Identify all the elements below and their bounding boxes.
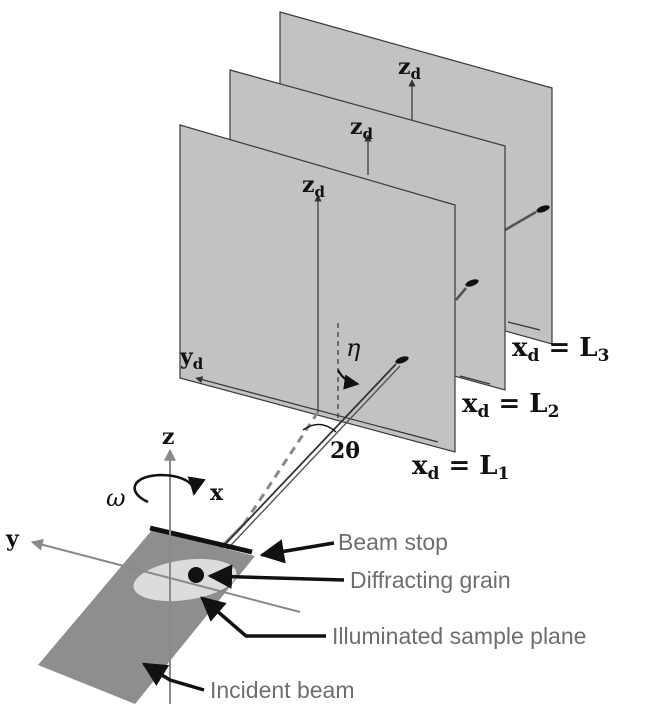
diffracted-ray-1a — [195, 363, 397, 576]
sample-z-label: z — [162, 424, 175, 450]
distance-label-L3: xd = L3 — [512, 333, 609, 366]
incident-beam-callout-arrow — [141, 662, 205, 692]
diffracted-ray-to-detector-3 — [504, 210, 537, 232]
detector-plane-1: zd yd η — [179, 124, 456, 453]
incident-beam-callout: Incident beam — [210, 677, 354, 703]
sample-y-label: y — [5, 526, 20, 552]
detector-2-y-axis-stub — [459, 375, 491, 385]
eta-angle-arc — [337, 369, 360, 390]
detector-3-z-label: zd — [398, 54, 422, 83]
distance-label-L1: xd = L1 — [412, 451, 509, 484]
detector-2-diffraction-spot — [465, 279, 479, 287]
detector-1-y-axis — [195, 376, 439, 443]
eta-label: η — [346, 334, 361, 362]
two-theta-arc — [302, 423, 337, 433]
beam-stop-bar — [149, 525, 253, 555]
detector-1-y-label: yd — [179, 344, 204, 373]
illuminated-plane-callout-arrow — [200, 596, 326, 638]
detector-3-diffraction-spot — [536, 205, 550, 213]
detector-3-y-axis-stub — [507, 321, 541, 331]
omega-label: ω — [106, 484, 126, 512]
detector-1-z-label: zd — [302, 172, 326, 201]
diffracted-ray-1b — [199, 365, 401, 579]
diffracting-grain-callout-arrow — [207, 564, 345, 589]
detector-1-diffraction-spot — [395, 356, 409, 364]
omega-rotation-arrow — [133, 473, 206, 504]
diffracted-ray-to-detector-2 — [455, 287, 467, 301]
two-theta-label: 2θ — [330, 438, 360, 464]
sample-y-axis — [30, 538, 301, 613]
illuminated-sample-plane-callout: Illuminated sample plane — [332, 623, 586, 649]
diffracting-grain — [188, 567, 204, 583]
beam-stop-callout: Beam stop — [338, 529, 448, 555]
direct-beam-extension — [242, 411, 320, 525]
distance-label-L2: xd = L2 — [462, 389, 559, 422]
diffracting-grain-callout: Diffracting grain — [350, 567, 511, 593]
beam-stop-callout-arrow — [259, 539, 335, 564]
sample-x-label: x — [210, 480, 224, 506]
detector-2-z-label: zd — [350, 114, 374, 143]
